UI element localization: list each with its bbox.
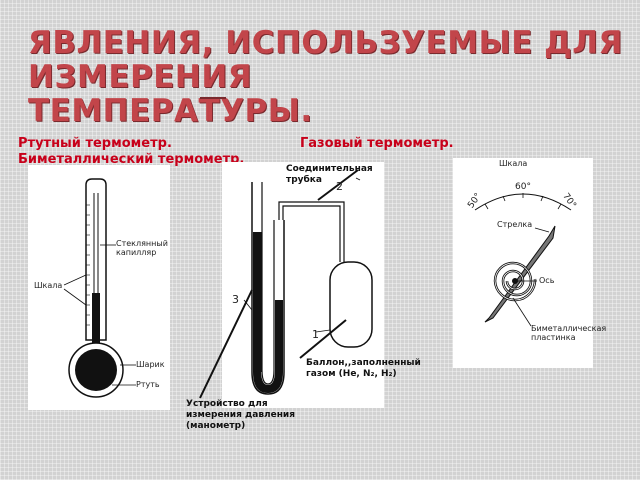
tube-number: 2 <box>336 180 343 193</box>
label-bimetal-scale: Шкала <box>499 159 528 168</box>
caption-gas: Газовый термометр. <box>300 136 454 151</box>
label-mercury: Ртуть <box>136 380 160 389</box>
label-connecting-tube: Соединительная трубка <box>286 164 373 185</box>
label-capillary: Стеклянный капилляр <box>116 239 168 257</box>
caption-bimetal: Биметаллический термометр. <box>18 152 245 167</box>
title-underline <box>200 97 226 99</box>
tick-60: 60° <box>515 182 531 192</box>
label-manometer: Устройство для измерения давления (маном… <box>186 399 296 431</box>
label-bulb: Шарик <box>136 360 165 369</box>
caption-mercury: Ртутный термометр. <box>18 136 172 151</box>
mercury-thermometer-drawing <box>63 178 136 398</box>
manometer-number: 3 <box>232 293 239 306</box>
mercury-thermometer-figure: Стеклянный капилляр Шкала Шарик Ртуть <box>28 165 170 410</box>
label-arrow: Стрелка <box>497 220 533 229</box>
balloon-number: 1 <box>312 328 319 341</box>
label-scale: Шкала <box>34 281 63 290</box>
bimetal-thermometer-figure: Шкала 60° 50° 70° Стрелка Ось Биметаллич… <box>453 158 607 368</box>
label-balloon: Баллон,,заполненный газом (He, N₂, H₂) <box>306 358 421 379</box>
slide-title: ЯВЛЕНИЯ, ИСПОЛЬЗУЕМЫЕ ДЛЯ ИЗМЕРЕНИЯ ТЕМП… <box>28 26 628 128</box>
label-bimetal-plate: Биметаллическая пластинка <box>531 324 607 342</box>
title-line-2: ТЕМПЕРАТУРЫ. <box>28 93 313 129</box>
bimetal-thermometer-drawing <box>474 193 572 327</box>
label-axis: Ось <box>539 276 555 285</box>
title-line-1: ЯВЛЕНИЯ, ИСПОЛЬЗУЕМЫЕ ДЛЯ ИЗМЕРЕНИЯ <box>28 25 623 95</box>
